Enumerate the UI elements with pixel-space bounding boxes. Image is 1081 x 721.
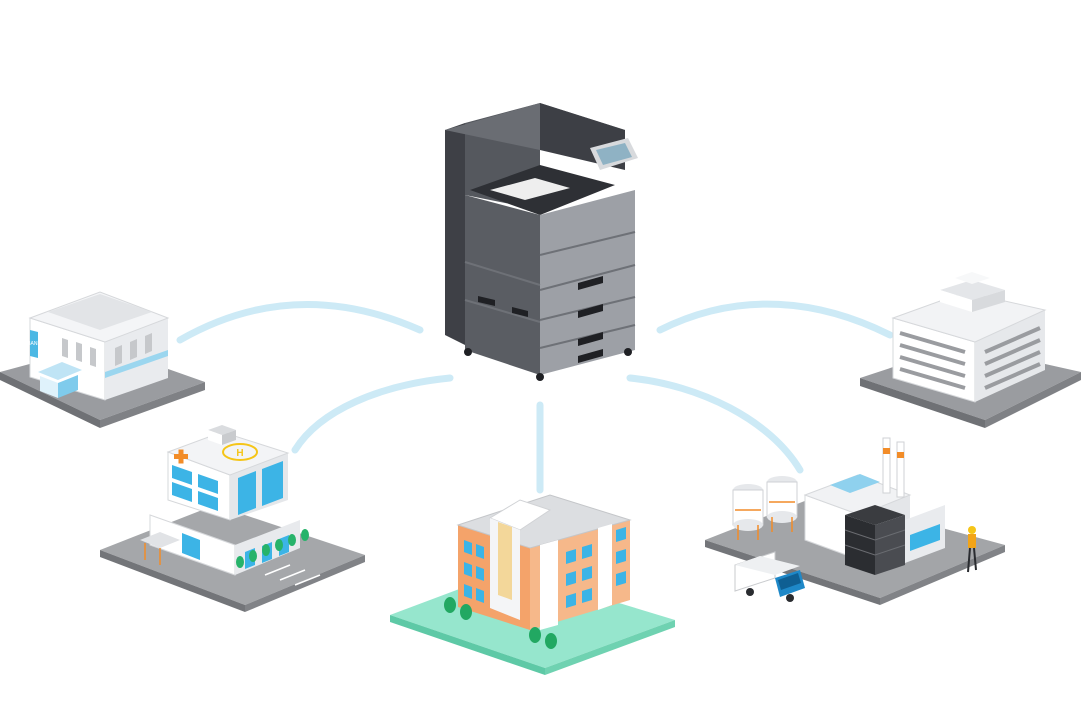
connector-factory xyxy=(626,374,804,474)
hospital-building-icon: H xyxy=(100,425,365,612)
connector-bank xyxy=(176,301,424,344)
bank-building-icon: BANK xyxy=(0,291,205,428)
worker-icon xyxy=(967,526,977,573)
medical-cross-icon xyxy=(174,449,188,464)
school-building-icon xyxy=(390,494,675,675)
multifunction-printer-icon xyxy=(445,103,638,381)
connector-hospital xyxy=(291,374,454,454)
silo-icon xyxy=(732,476,798,540)
factory-building-icon xyxy=(705,437,1005,605)
office-building-icon xyxy=(860,272,1081,428)
bank-sign-text: BANK xyxy=(27,341,41,347)
connectors xyxy=(176,300,894,494)
connector-office xyxy=(656,300,894,339)
helipad-label: H xyxy=(236,448,243,459)
delivery-truck-icon xyxy=(734,551,805,602)
